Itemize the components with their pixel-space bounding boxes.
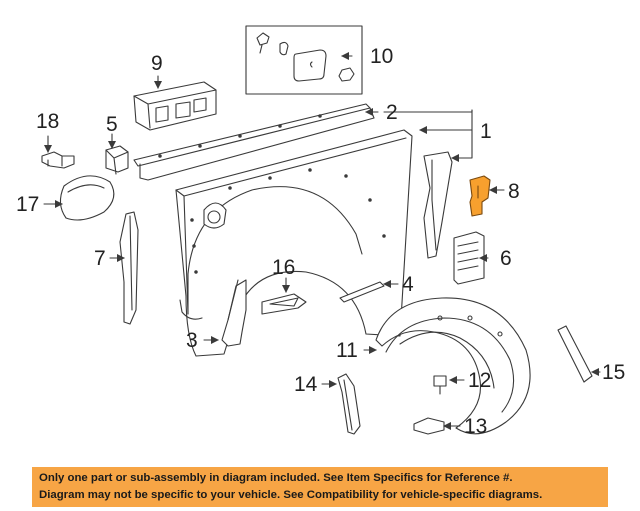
part-9-tie-down-pocket: [133, 81, 217, 131]
part-1-bracket: [423, 151, 453, 259]
callout-1: 1: [480, 120, 492, 143]
leader-lines: [43, 52, 601, 430]
callout-3: 3: [186, 329, 198, 352]
part-5-bracket: [105, 145, 129, 175]
callout-10: 10: [370, 45, 393, 68]
callout-9: 9: [151, 52, 163, 75]
callout-4: 4: [402, 273, 414, 296]
part-10-hardware-kit: [245, 25, 363, 95]
callout-14: 14: [294, 373, 318, 396]
part-6-vent: [453, 231, 485, 285]
part-11-wheelhouse-liner: [375, 297, 531, 435]
callout-7: 7: [94, 247, 106, 270]
part-8-highlighted-bracket: [469, 175, 491, 217]
callout-18: 18: [36, 110, 59, 133]
part-18-clip: [41, 151, 75, 169]
part-17-fuel-door: [59, 175, 115, 221]
part-1-bed-side-panel: [175, 129, 413, 357]
part-13-bolt: [413, 417, 445, 435]
callout-8: 8: [508, 180, 520, 203]
callout-16: 16: [272, 256, 295, 279]
callout-6: 6: [500, 247, 512, 270]
callout-17: 17: [16, 193, 39, 216]
part-7-pillar-trim: [119, 211, 139, 325]
part-16-bracket: [261, 293, 307, 315]
callout-2: 2: [386, 101, 398, 124]
disclaimer-line-1: Only one part or sub-assembly in diagram…: [39, 472, 513, 484]
part-12-clip: [433, 375, 447, 395]
parts-diagram: 1 2 3 4 5 6 7 8 9 10 11 12 13 14 15 16 1…: [16, 25, 625, 438]
disclaimer-line-2: Diagram may not be specific to your vehi…: [39, 489, 543, 501]
part-15-strip: [557, 325, 593, 383]
callout-15: 15: [602, 361, 625, 384]
disclaimer-banner: Only one part or sub-assembly in diagram…: [32, 467, 608, 507]
callout-5: 5: [106, 113, 118, 136]
callout-12: 12: [468, 369, 491, 392]
part-3-seal: [221, 279, 247, 347]
callout-13: 13: [464, 415, 487, 438]
callout-11: 11: [336, 339, 358, 362]
part-14-flap: [337, 373, 361, 435]
callout-labels: 1 2 3 4 5 6 7 8 9 10 11 12 13 14 15 16 1…: [16, 45, 625, 438]
